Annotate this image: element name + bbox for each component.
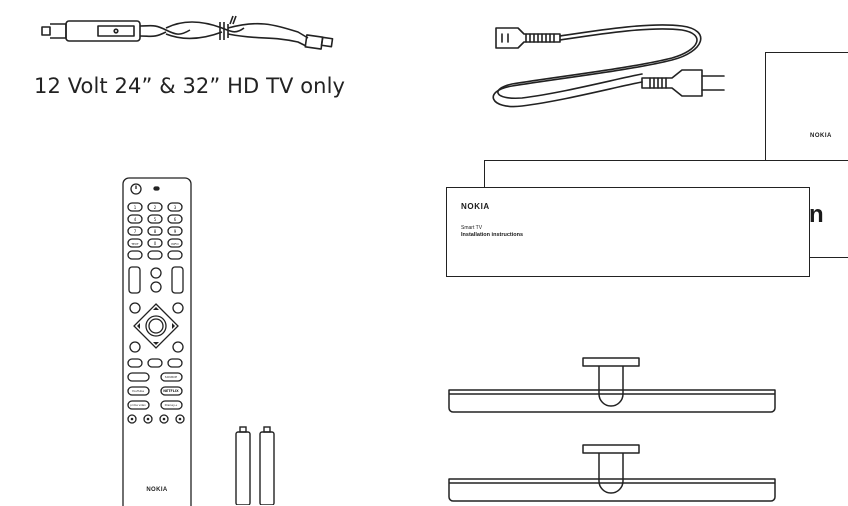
remote-key-0: 0: [154, 241, 157, 246]
remote-key-3: 3: [174, 205, 177, 210]
car-charger-cable-icon: [40, 10, 340, 50]
booklet-title: Installation instructions: [461, 232, 524, 238]
installation-booklet: NOKIA Smart TV Installation instructions: [446, 187, 810, 277]
remote-key-4: 4: [134, 217, 137, 222]
remote-key-7: 7: [134, 229, 137, 234]
tv-stand-foot-icon: [447, 441, 777, 503]
tv-stand-foot-icon: [447, 354, 777, 414]
power-cord-icon: [482, 8, 732, 108]
remote-key-info: INFO: [171, 242, 179, 246]
remote-disney-label: Disney+: [165, 403, 178, 407]
remote-key-1: 1: [134, 205, 137, 210]
booklet-back-title-fragment: n: [809, 201, 824, 228]
remote-youtube-label: YouTube: [132, 389, 144, 393]
remote-netflix-label: NETFLIX: [163, 389, 179, 393]
remote-key-text: TEXT: [130, 242, 139, 246]
remote-key-8: 8: [154, 229, 157, 234]
battery-icon: [234, 425, 282, 505]
remote-prime-label: prime video: [130, 403, 146, 407]
remote-control: 1 2 3 4 5 6 7 8 9 TEXT 0 INFO SOURCE NET…: [121, 176, 193, 506]
car-adapter-caption: 12 Volt 24” & 32” HD TV only: [34, 74, 346, 98]
back-box: NOKIA: [765, 52, 848, 166]
remote-source-label: SOURCE: [165, 375, 177, 379]
booklet-brand: NOKIA: [461, 202, 490, 211]
remote-key-5: 5: [154, 217, 157, 222]
remote-key-9: 9: [174, 229, 177, 234]
remote-key-6: 6: [174, 217, 177, 222]
remote-brand: NOKIA: [146, 487, 168, 493]
remote-key-2: 2: [154, 205, 157, 210]
back-box-brand: NOKIA: [810, 133, 832, 139]
booklet-subtitle: Smart TV: [461, 225, 483, 231]
